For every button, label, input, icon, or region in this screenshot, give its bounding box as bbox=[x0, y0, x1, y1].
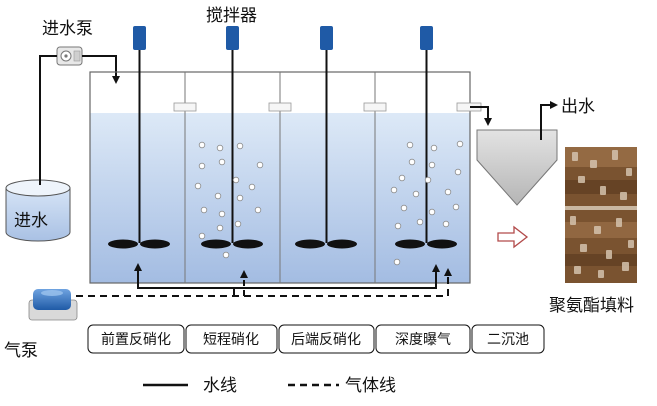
stage-labels: 前置反硝化 短程硝化 后端反硝化 深度曝气 二沉池 bbox=[87, 324, 545, 354]
filler-label: 聚氨酯填料 bbox=[549, 296, 634, 316]
polyurethane-filler-image bbox=[565, 147, 637, 283]
inlet-pail bbox=[5, 179, 71, 242]
inlet-water-line bbox=[39, 55, 57, 185]
return-water-line-front bbox=[134, 263, 235, 297]
stage-label-deep-aeration: 深度曝气 bbox=[395, 332, 451, 348]
secondary-clarifier bbox=[476, 129, 558, 206]
mixer-2 bbox=[201, 26, 263, 249]
inlet-pump-icon bbox=[56, 46, 83, 66]
mixer-4 bbox=[395, 26, 457, 249]
stage-label-post-denitrification: 后端反硝化 bbox=[291, 332, 361, 348]
mixer-3 bbox=[295, 26, 357, 249]
clarifier-outlet-line bbox=[540, 101, 558, 140]
inlet-pump-label: 进水泵 bbox=[42, 19, 93, 39]
air-bubbles-aeration bbox=[390, 140, 464, 266]
return-water-line-rear bbox=[234, 264, 440, 289]
legend-water-line-label: 水线 bbox=[203, 376, 237, 396]
reactor-tank bbox=[89, 71, 482, 284]
legend-gas-line-label: 气体线 bbox=[345, 376, 396, 396]
air-pump-label: 气泵 bbox=[4, 341, 38, 361]
filler-pointer-arrow bbox=[497, 225, 529, 249]
inlet-water-label: 进水 bbox=[14, 211, 48, 231]
legend: 水线 气体线 bbox=[143, 376, 396, 396]
tank-to-clarifier-line bbox=[470, 106, 492, 126]
stage-label-secondary-clarifier: 二沉池 bbox=[487, 332, 529, 348]
pump-to-tank-line bbox=[82, 55, 120, 84]
mixer-label: 搅拌器 bbox=[206, 6, 257, 26]
outlet-label: 出水 bbox=[561, 97, 595, 117]
gas-line-main bbox=[40, 268, 452, 297]
air-pump-icon bbox=[28, 289, 78, 321]
stage-label-pre-denitrification: 前置反硝化 bbox=[101, 331, 171, 348]
mixer-1 bbox=[108, 26, 170, 249]
air-bubbles-nitrification bbox=[194, 141, 264, 259]
stage-label-shortcut-nitrification: 短程硝化 bbox=[203, 332, 259, 348]
